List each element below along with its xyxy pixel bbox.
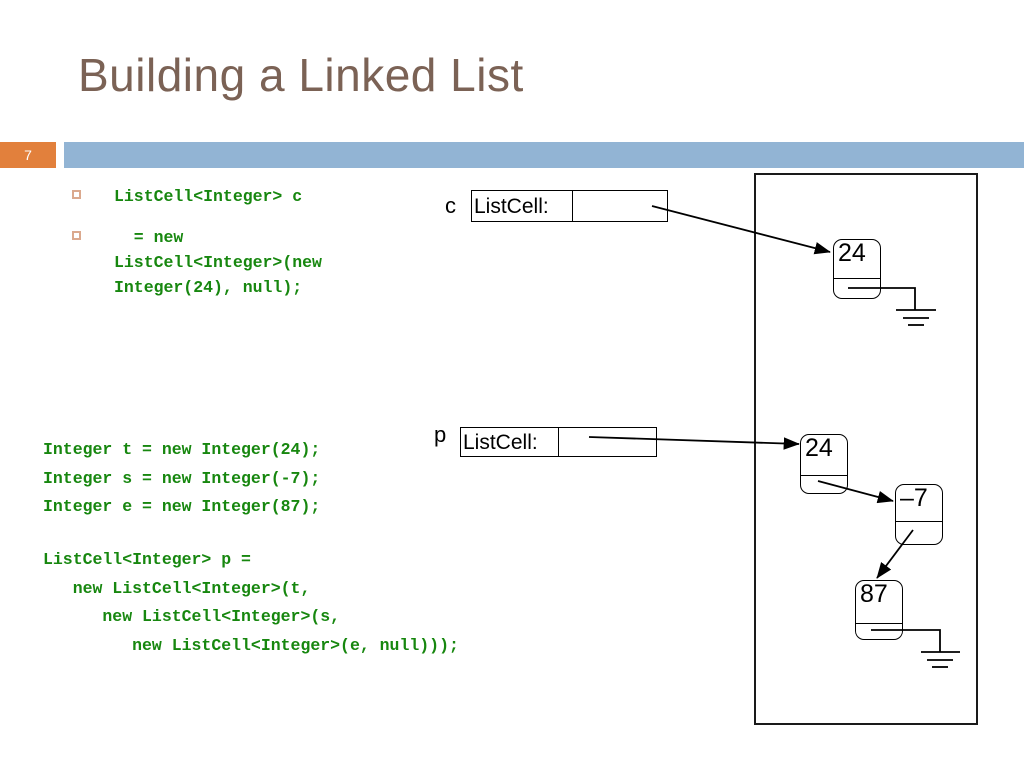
page-title: Building a Linked List: [78, 49, 524, 101]
bullet-code-text: ListCell<Integer> c: [114, 187, 303, 206]
pointer-label-p: p: [434, 422, 447, 447]
code-block-declarations: Integer t = new Integer(24); Integer s =…: [43, 440, 321, 516]
heap-cell-value: –7: [900, 484, 928, 512]
pointer-box-p-type-label: ListCell:: [463, 430, 538, 454]
slide-number-badge: [0, 142, 56, 168]
list-item: = new ListCell<Integer>(new Integer(24),…: [72, 225, 452, 300]
pointer-box-c-type: ListCell:: [472, 191, 573, 221]
pointer-box-c: ListCell:: [471, 190, 668, 222]
square-bullet-icon: [72, 231, 81, 240]
pointer-box-p: ListCell:: [460, 427, 657, 457]
heap-cell-p-24: 24: [800, 434, 848, 494]
heap-cell-value: 24: [805, 434, 833, 462]
heap-cell-divider: [801, 475, 847, 476]
heap-cell-divider: [896, 521, 942, 522]
heap-cell-divider: [856, 623, 902, 624]
bullet-list: ListCell<Integer> c = new ListCell<Integ…: [72, 184, 452, 316]
pointer-box-p-type: ListCell:: [461, 428, 559, 456]
heap-cell-87: 87: [855, 580, 903, 640]
square-bullet-icon: [72, 190, 81, 199]
bullet-code-text: = new ListCell<Integer>(new Integer(24),…: [114, 228, 322, 297]
pointer-label-c: c: [445, 193, 456, 218]
list-item: ListCell<Integer> c: [72, 184, 452, 209]
heap-cell-c-24: 24: [833, 239, 881, 299]
heap-cell-value: 24: [838, 239, 866, 267]
pointer-box-c-type-label: ListCell:: [474, 194, 549, 218]
code-block-construction: ListCell<Integer> p = new ListCell<Integ…: [43, 550, 459, 655]
banner-bar: [64, 142, 1024, 168]
heap-cell-neg7: –7: [895, 484, 943, 545]
slide-number-label: 7: [24, 147, 32, 163]
heap-cell-value: 87: [860, 580, 888, 608]
heap-cell-divider: [834, 278, 880, 279]
